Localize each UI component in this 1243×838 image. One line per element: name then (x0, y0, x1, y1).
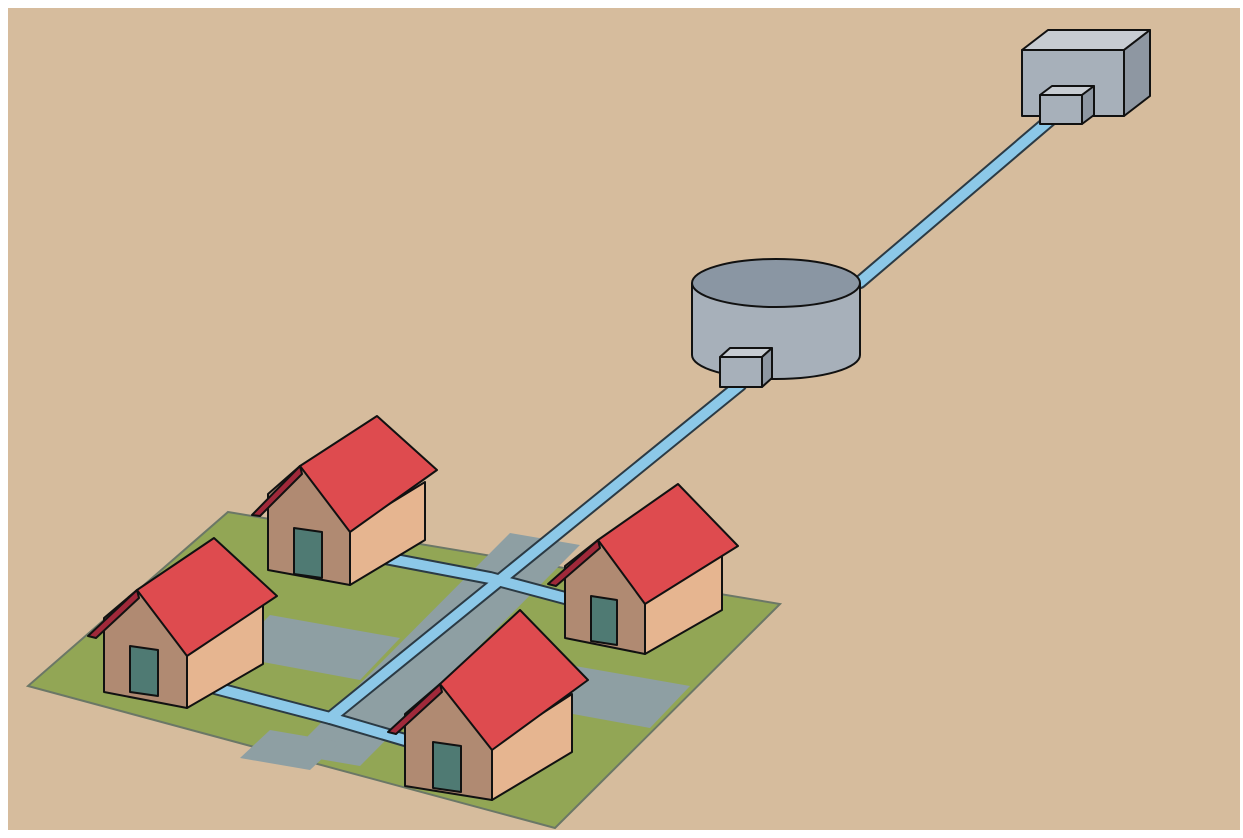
house-roof (597, 483, 739, 605)
tank-top (691, 258, 861, 308)
tank-outlet-side (761, 347, 773, 388)
street-bottom (240, 730, 340, 770)
pipe-fill (210, 115, 1055, 745)
house-roof-gable-edge (251, 465, 303, 517)
house-right (547, 483, 739, 655)
storage-tank (691, 258, 861, 388)
house-door (293, 527, 323, 579)
house-door (590, 595, 618, 646)
source-outlet-front (1039, 94, 1083, 125)
tank-outlet-front (719, 356, 763, 388)
house-roof-gable-edge (87, 589, 140, 639)
house-roof (299, 415, 438, 533)
house-roof-gable-edge (387, 683, 443, 735)
house-roof (439, 609, 589, 751)
street-upper-left (230, 615, 400, 680)
water-source (1021, 29, 1151, 125)
house-front-left (87, 537, 278, 709)
house-roof (136, 537, 278, 657)
house-front-right (387, 609, 589, 801)
house-door (432, 741, 462, 793)
house-door (129, 645, 159, 697)
house-roof-gable-edge (547, 539, 601, 587)
pipe-network (208, 113, 1057, 747)
source-outlet-side (1081, 85, 1095, 125)
house-back-left (251, 415, 438, 586)
street-main (290, 533, 580, 766)
source-box-side (1123, 29, 1151, 117)
